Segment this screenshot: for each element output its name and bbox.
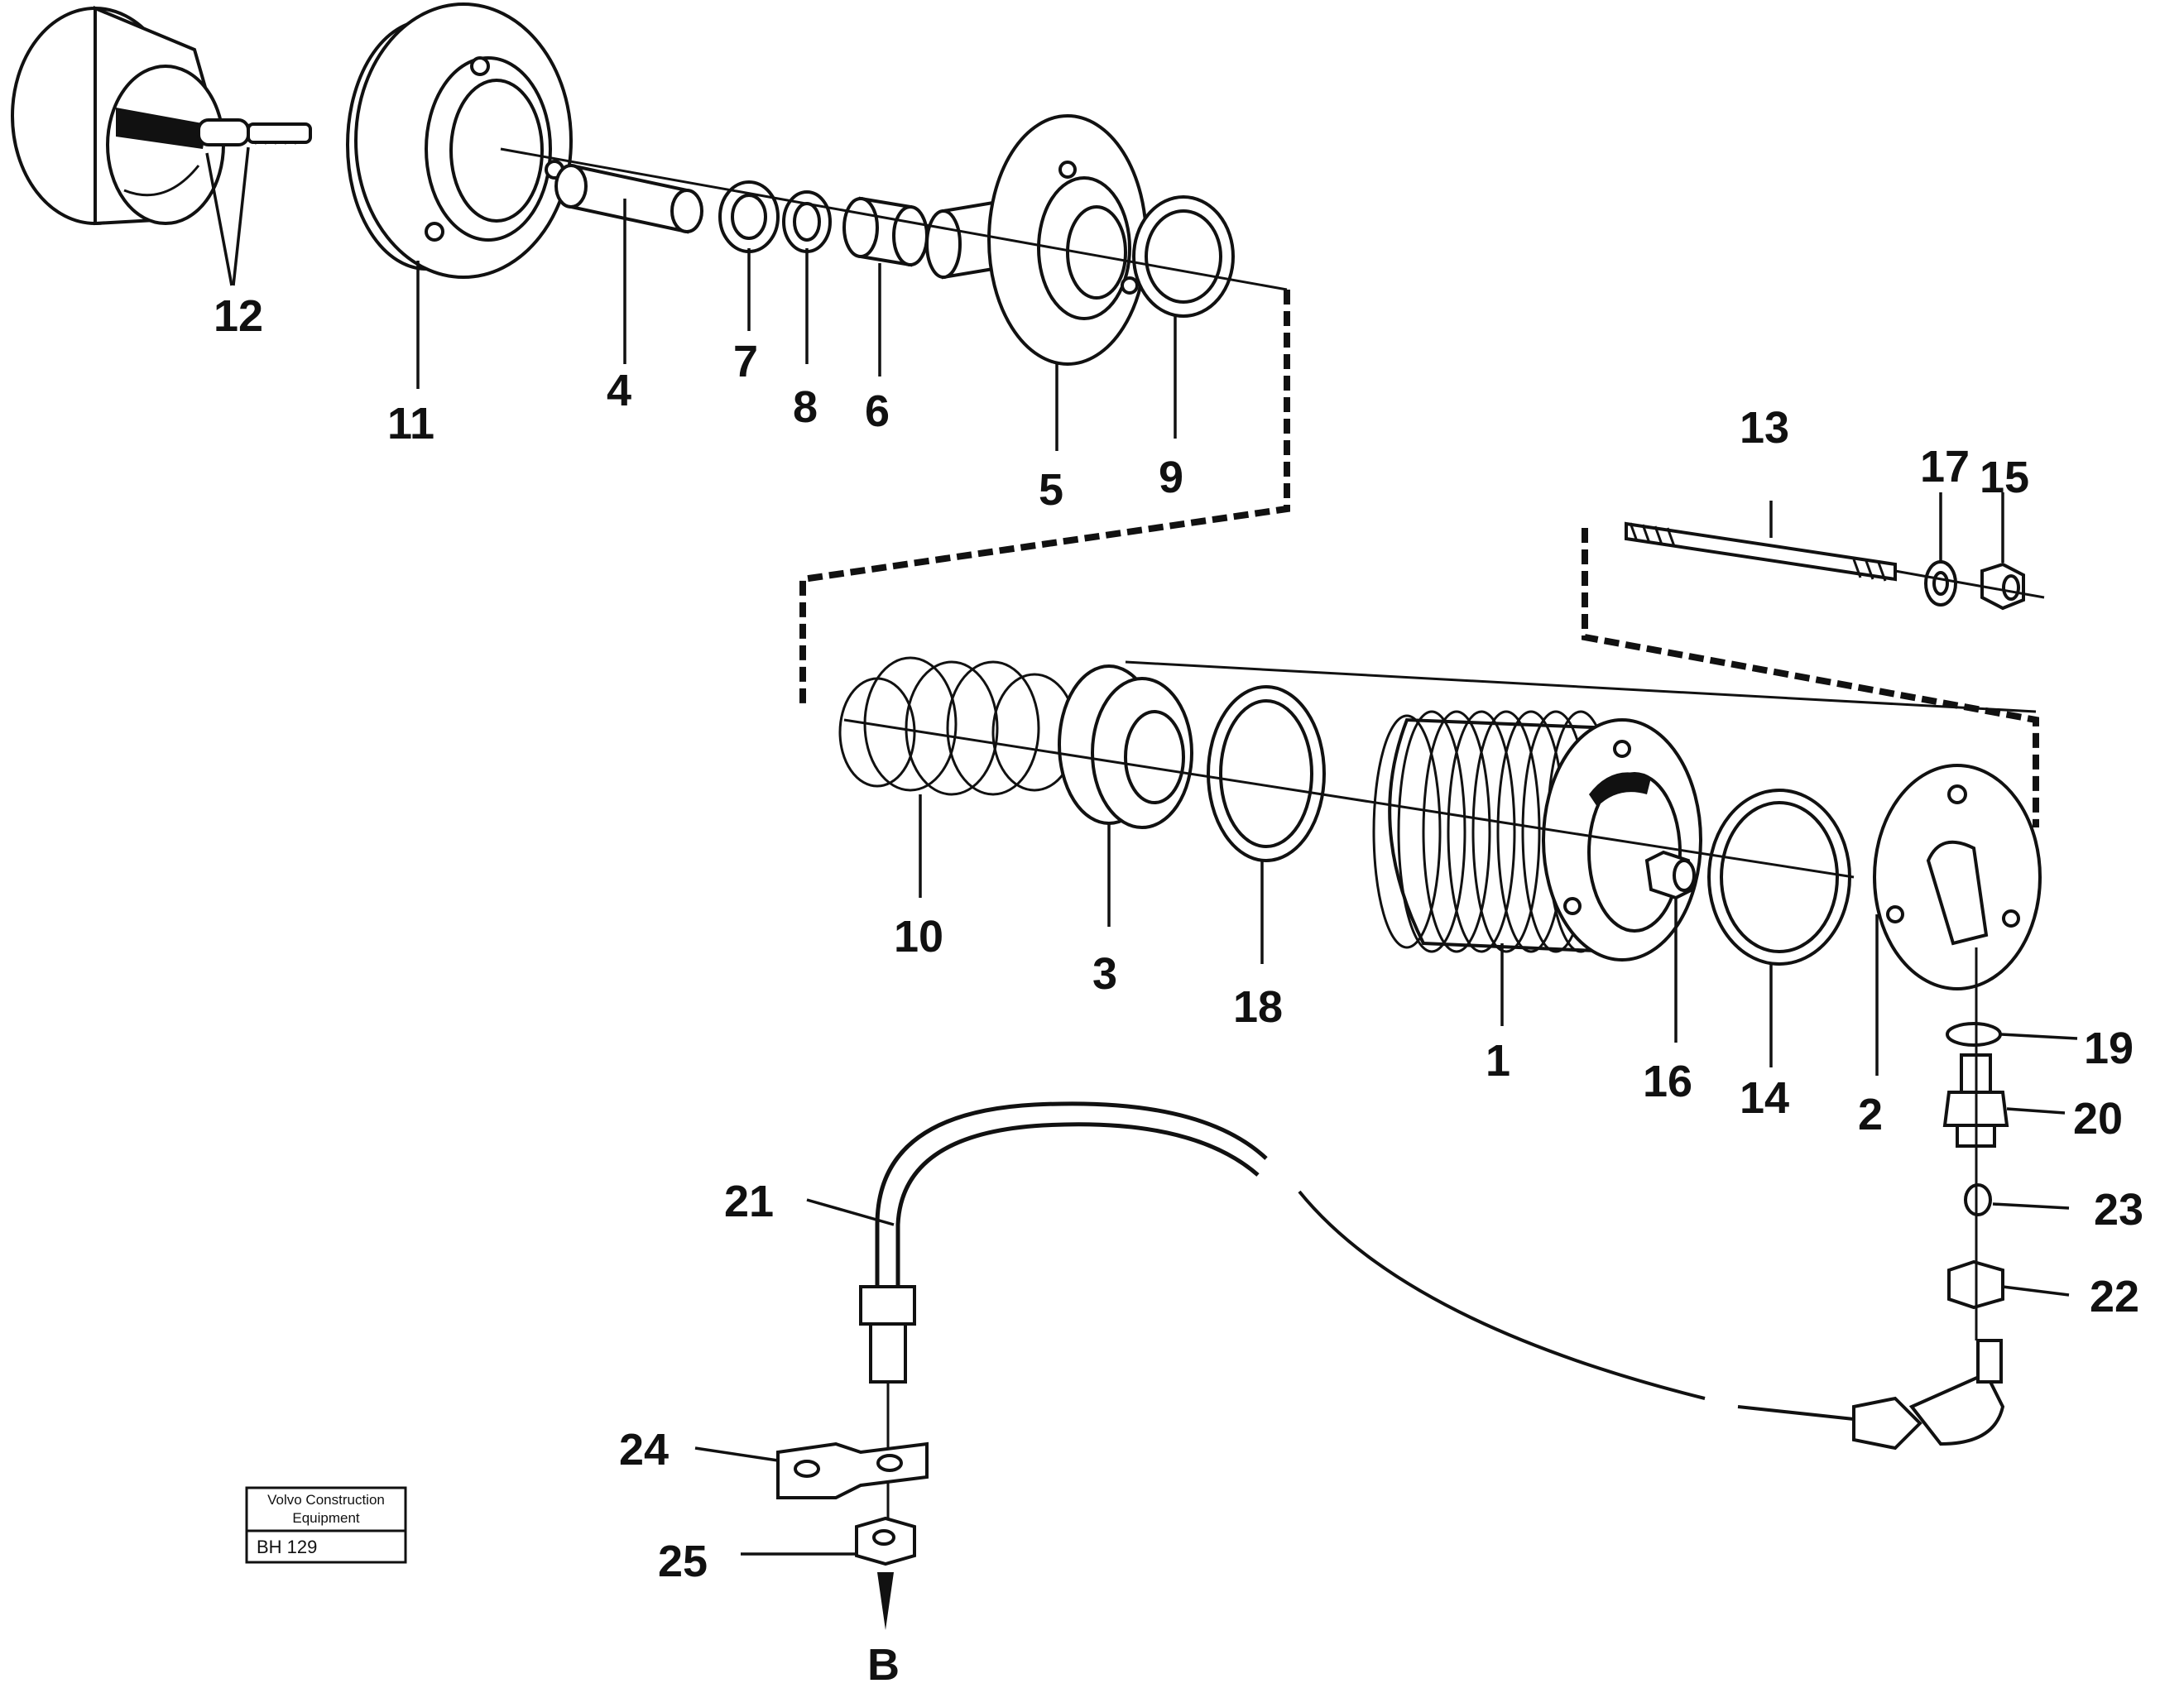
leader-lines (205, 146, 2078, 1556)
middle-axis-line (843, 718, 1855, 879)
label-13: 13 (1740, 403, 1789, 453)
view-b-arrow (877, 1572, 894, 1630)
label-12: 12 (214, 291, 263, 341)
part-1-bellows (1372, 710, 1702, 962)
part-5-flange (925, 114, 1148, 366)
label-1: 1 (1486, 1036, 1510, 1086)
label-5: 5 (1039, 465, 1063, 515)
top-axis-line (500, 147, 1288, 291)
label-20: 20 (2073, 1094, 2123, 1144)
part-8-washer-hole (793, 202, 821, 242)
label-10: 10 (894, 912, 943, 962)
stamp-line-1: Volvo Construction (267, 1492, 385, 1508)
label-25: 25 (658, 1537, 708, 1586)
label-2: 2 (1858, 1090, 1883, 1139)
part-25-nut (855, 1516, 916, 1566)
label-6: 6 (865, 386, 890, 436)
label-21: 21 (724, 1177, 774, 1226)
part-14-ring-inner (1720, 801, 1839, 953)
part-13-stud (1625, 521, 1897, 582)
label-14: 14 (1740, 1073, 1789, 1123)
part-10-spring (838, 656, 1078, 796)
label-22: 22 (2090, 1272, 2139, 1321)
stamp-line-2: Equipment (292, 1510, 360, 1526)
dashed-link-stud (1582, 528, 2039, 827)
part-labels: 12 11 4 7 8 6 5 9 13 17 15 10 3 18 1 16 … (214, 291, 2143, 1690)
left-cup-housing (11, 6, 225, 226)
label-4: 4 (607, 366, 631, 415)
part-11-flanged-housing (346, 2, 573, 279)
part-12-screws (197, 118, 312, 146)
hose-lower-fitting (859, 1285, 916, 1523)
part-19-washer (1946, 1022, 2002, 1047)
label-23: 23 (2094, 1185, 2143, 1235)
part-17-washer-hole (1932, 571, 1949, 596)
part-21-hose (875, 1101, 2005, 1451)
part-9-ring-inner (1145, 209, 1222, 304)
part-6-bushing (842, 196, 929, 267)
label-17: 17 (1920, 442, 1970, 492)
part-2-end-cover (1873, 764, 2042, 990)
label-19: 19 (2084, 1024, 2134, 1073)
label-11: 11 (387, 399, 434, 448)
label-18: 18 (1233, 982, 1283, 1032)
part-24-bracket (776, 1441, 929, 1499)
part-18-ring-inner (1219, 699, 1313, 848)
label-7: 7 (733, 337, 758, 386)
label-15: 15 (1980, 453, 2029, 502)
middle-top-line (1125, 660, 2037, 713)
label-24: 24 (619, 1425, 669, 1475)
label-3: 3 (1092, 949, 1117, 999)
part-7-washer-hole (731, 194, 767, 240)
manufacturer-stamp: Volvo Construction Equipment BH 129 (245, 1486, 407, 1564)
part-4-sleeve (554, 163, 703, 234)
part-3-seat-cup (1058, 664, 1193, 829)
part-23-ball (1964, 1183, 1992, 1216)
label-16: 16 (1643, 1057, 1692, 1106)
part-16-nut (1644, 850, 1696, 900)
stamp-code: BH 129 (257, 1537, 317, 1557)
label-8: 8 (793, 382, 818, 432)
label-view-b: B (867, 1640, 900, 1690)
dashed-link-top (799, 290, 1290, 703)
label-9: 9 (1159, 453, 1183, 502)
stud-axis-line (1894, 569, 2045, 599)
